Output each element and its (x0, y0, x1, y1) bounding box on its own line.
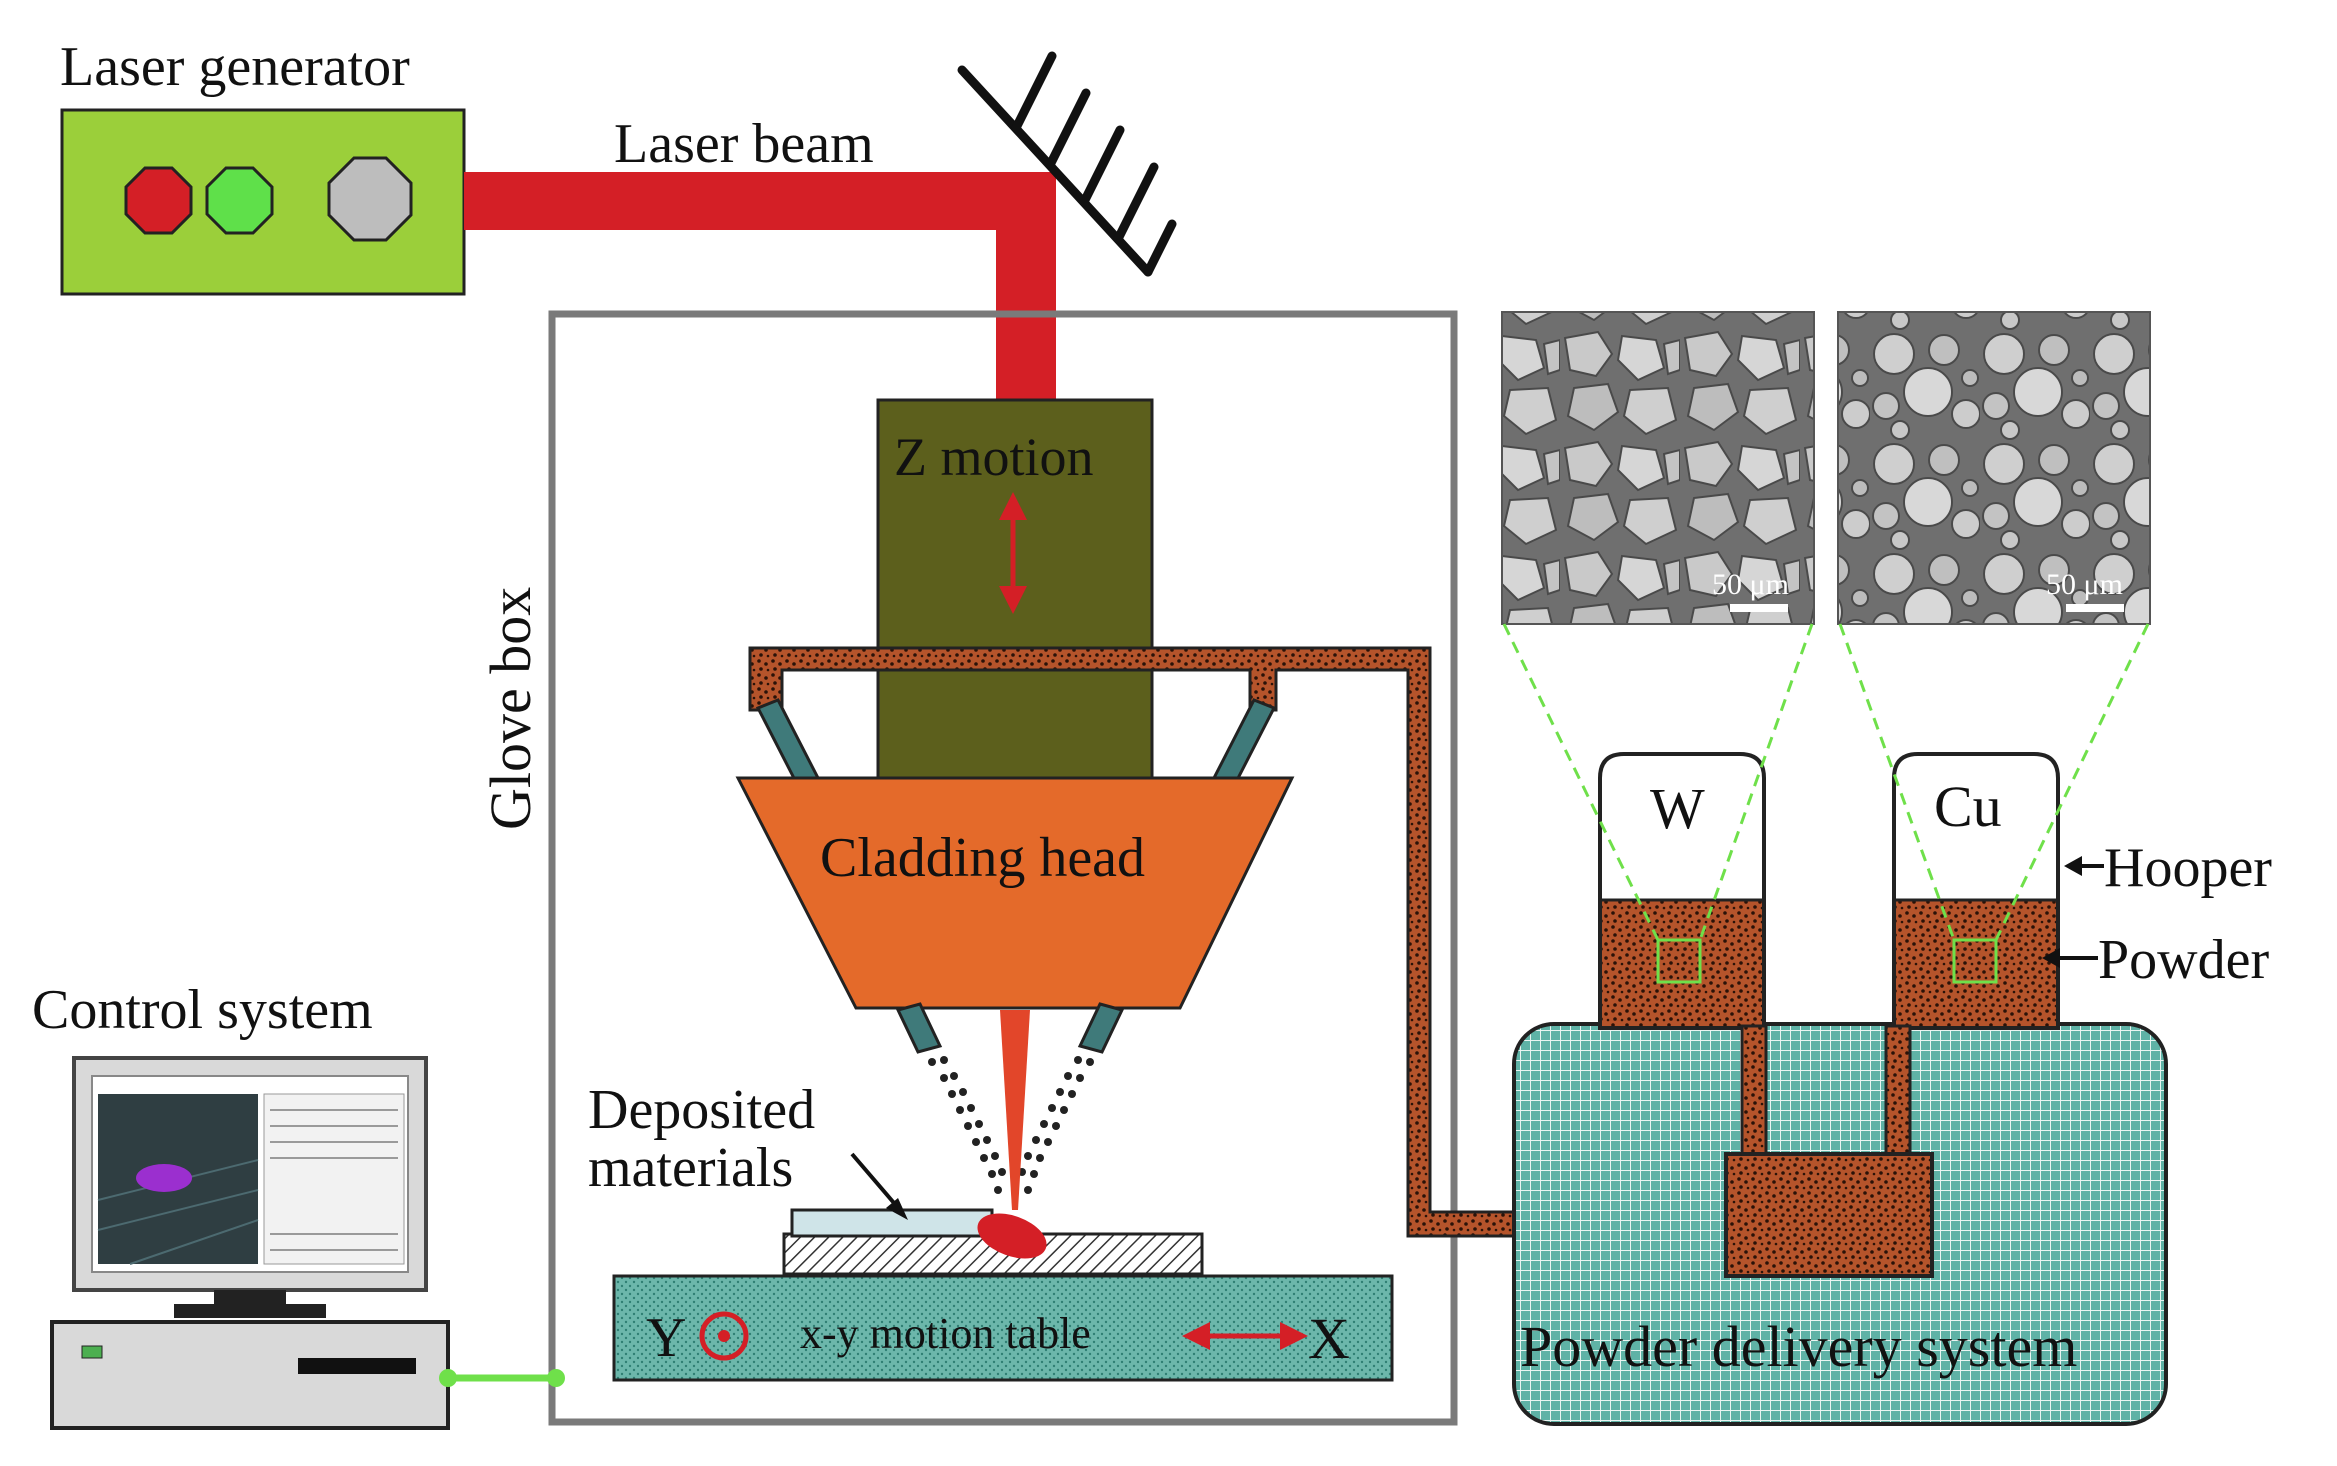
motion-table-label: x-y motion table (800, 1309, 1091, 1358)
cladding-head (735, 776, 1295, 1010)
red-indicator-icon (124, 166, 193, 235)
hooper-pointer-arrow (2064, 856, 2104, 876)
hopper-cu-feed (1884, 1024, 1912, 1158)
part-model (136, 1164, 192, 1192)
zoom-guides (1502, 623, 2150, 941)
glove-box-label: Glove box (478, 587, 543, 830)
x-axis-label: X (1308, 1306, 1350, 1371)
monitor-base (174, 1304, 326, 1318)
double-arrow-vertical-icon (999, 492, 1027, 614)
settings-panel (263, 1093, 405, 1265)
z-motion-label: Z motion (894, 427, 1094, 487)
computer-icon (50, 1056, 450, 1430)
laser-beam-vertical (996, 172, 1056, 402)
power-led (81, 1345, 103, 1359)
laser-beam-label: Laser beam (614, 113, 874, 175)
hopper-w-label: W (1650, 776, 1705, 841)
left-nozzle-lower (895, 1002, 943, 1054)
powder-delivery-label: Powder delivery system (1520, 1314, 2077, 1379)
sem-w-scale-bar (1730, 604, 1788, 612)
right-nozzle-lower (1077, 1002, 1125, 1054)
control-link-end-right (547, 1369, 565, 1387)
powder-stream-left (928, 1056, 1006, 1194)
powder-mixer (1724, 1152, 1934, 1278)
laser-focus-cone (1000, 1010, 1030, 1210)
hopper-cu-powder (1896, 900, 2056, 1026)
powder-pointer-arrow (2042, 948, 2098, 968)
powder-label: Powder (2098, 929, 2269, 991)
sem-image-w (1501, 311, 1815, 625)
deposited-label-line1: Deposited (588, 1079, 815, 1141)
hopper-cu-label: Cu (1934, 774, 2002, 839)
hooper-label: Hooper (2104, 837, 2272, 899)
deposited-label-line2: materials (588, 1137, 793, 1199)
laser-generator-label: Laser generator (60, 36, 410, 98)
hopper-w-sample-box (1656, 938, 1702, 984)
sem-cu-scale-bar (2066, 604, 2124, 612)
monitor-stand (214, 1290, 286, 1304)
sem-image-cu (1837, 311, 2151, 625)
deposited-layer (790, 1208, 994, 1238)
control-system-label: Control system (32, 979, 373, 1041)
hopper-cu-sample-box (1952, 938, 1998, 984)
deposited-pointer-arrow (850, 1152, 908, 1220)
glove-box (548, 310, 1458, 1426)
sem-cu-scale-label: 50 μm (2046, 568, 2123, 601)
laser-beam-horizontal (464, 172, 1056, 230)
computer-tower (50, 1320, 450, 1430)
right-nozzle-upper (1211, 698, 1277, 788)
gray-indicator-icon (327, 156, 413, 242)
out-of-plane-dot-icon (699, 1311, 749, 1361)
left-nozzle-upper (755, 698, 821, 788)
green-indicator-icon (205, 166, 274, 235)
cladding-head-label: Cladding head (820, 827, 1145, 889)
powder-stream-right (1018, 1056, 1094, 1194)
hopper-w-feed (1740, 1024, 1768, 1158)
control-link-end-left (439, 1369, 457, 1387)
melt-pool (977, 1213, 1047, 1259)
double-arrow-horizontal-icon (1182, 1322, 1308, 1350)
disk-drive-slot (298, 1358, 416, 1374)
hopper-w-powder (1602, 900, 1762, 1026)
sem-w-scale-label: 50 μm (1712, 568, 1789, 601)
mirror-icon (957, 51, 1177, 277)
y-axis-label: Y (646, 1307, 686, 1369)
